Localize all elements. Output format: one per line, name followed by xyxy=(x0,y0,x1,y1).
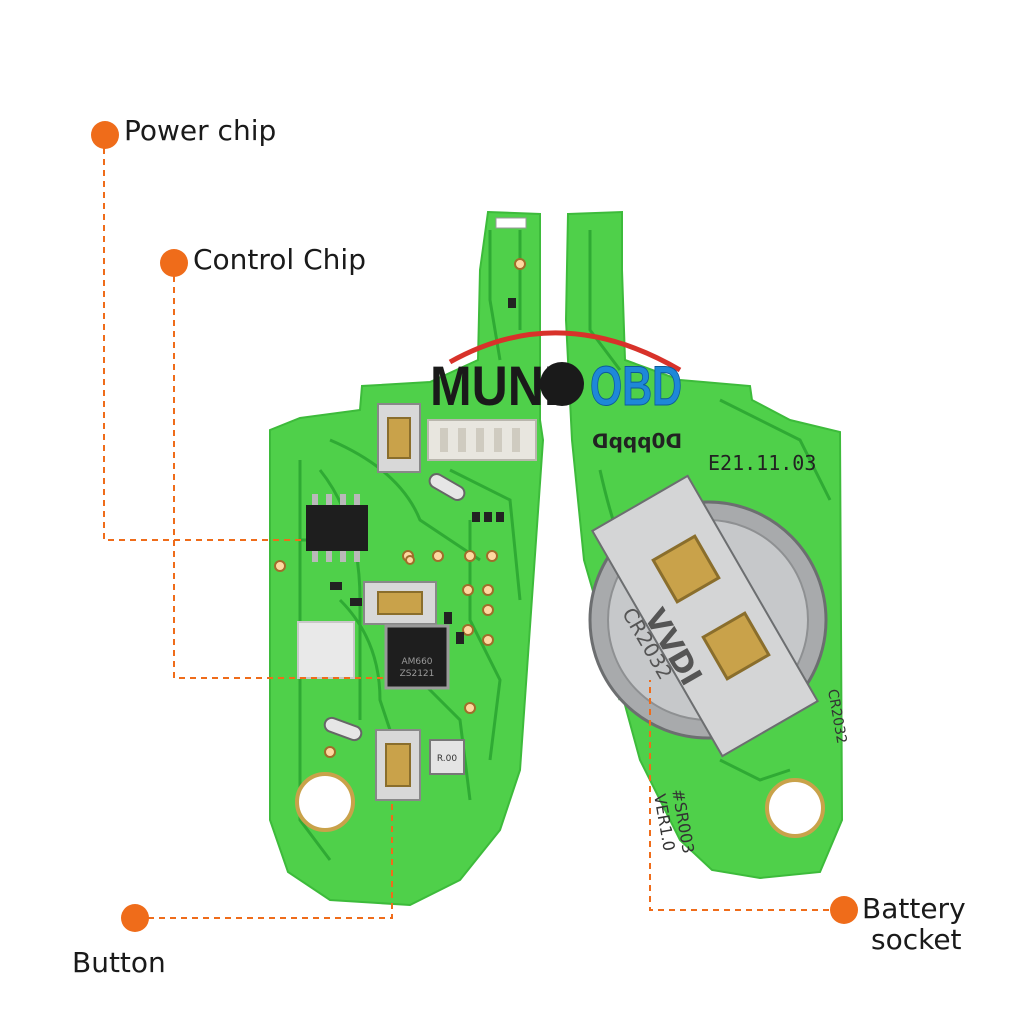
callout-lines xyxy=(103,148,840,919)
watermark-text-right: OBD xyxy=(590,354,682,417)
battery-socket-label-line2: socket xyxy=(871,923,962,956)
capacitor xyxy=(428,473,466,501)
date-code: E21.11.03 xyxy=(708,451,816,475)
button-middle xyxy=(363,581,437,625)
left-pcb: AM660 ZS2121 R.00 xyxy=(269,210,545,907)
watermark-logo: MUND OBD xyxy=(430,330,683,418)
button-top xyxy=(377,403,421,473)
battery-socket-leader xyxy=(649,680,840,911)
button-label: Button xyxy=(72,946,166,979)
connector-pins xyxy=(440,428,520,452)
control-chip-label: Control Chip xyxy=(193,243,366,276)
control-chip-marker xyxy=(160,249,188,277)
left-mount-hole xyxy=(295,772,355,832)
vias xyxy=(274,258,526,758)
right-mount-hole xyxy=(765,778,825,838)
button-bottom xyxy=(375,729,421,801)
control-chip-marking-2: ZS2121 xyxy=(400,669,435,679)
smd-components xyxy=(330,298,516,644)
power-chip-marker xyxy=(91,121,119,149)
battery-socket: VVDI CR2032 xyxy=(588,474,828,758)
crystal-marking: R.00 xyxy=(437,754,458,764)
button-marker xyxy=(121,904,149,932)
control-chip-leader xyxy=(173,276,386,679)
upper-marking: ᗡqqq0ᗡ xyxy=(592,429,682,453)
control-chip-marking: AM660 xyxy=(401,657,432,667)
battery-socket-label-line1: Battery xyxy=(862,892,966,925)
globe-icon xyxy=(540,362,584,406)
white-pad xyxy=(297,621,355,679)
power-chip xyxy=(306,494,368,562)
control-chip: AM660 ZS2121 xyxy=(384,624,450,690)
capacitor xyxy=(323,716,363,742)
battery-socket-marker xyxy=(830,896,858,924)
power-chip-label: Power chip xyxy=(124,114,277,147)
button-leader xyxy=(148,800,393,919)
right-pcb: ᗡqqq0ᗡ E21.11.03 VVDI CR2032 CR2032 #SR0… xyxy=(564,210,849,880)
crystal: R.00 xyxy=(429,739,465,775)
